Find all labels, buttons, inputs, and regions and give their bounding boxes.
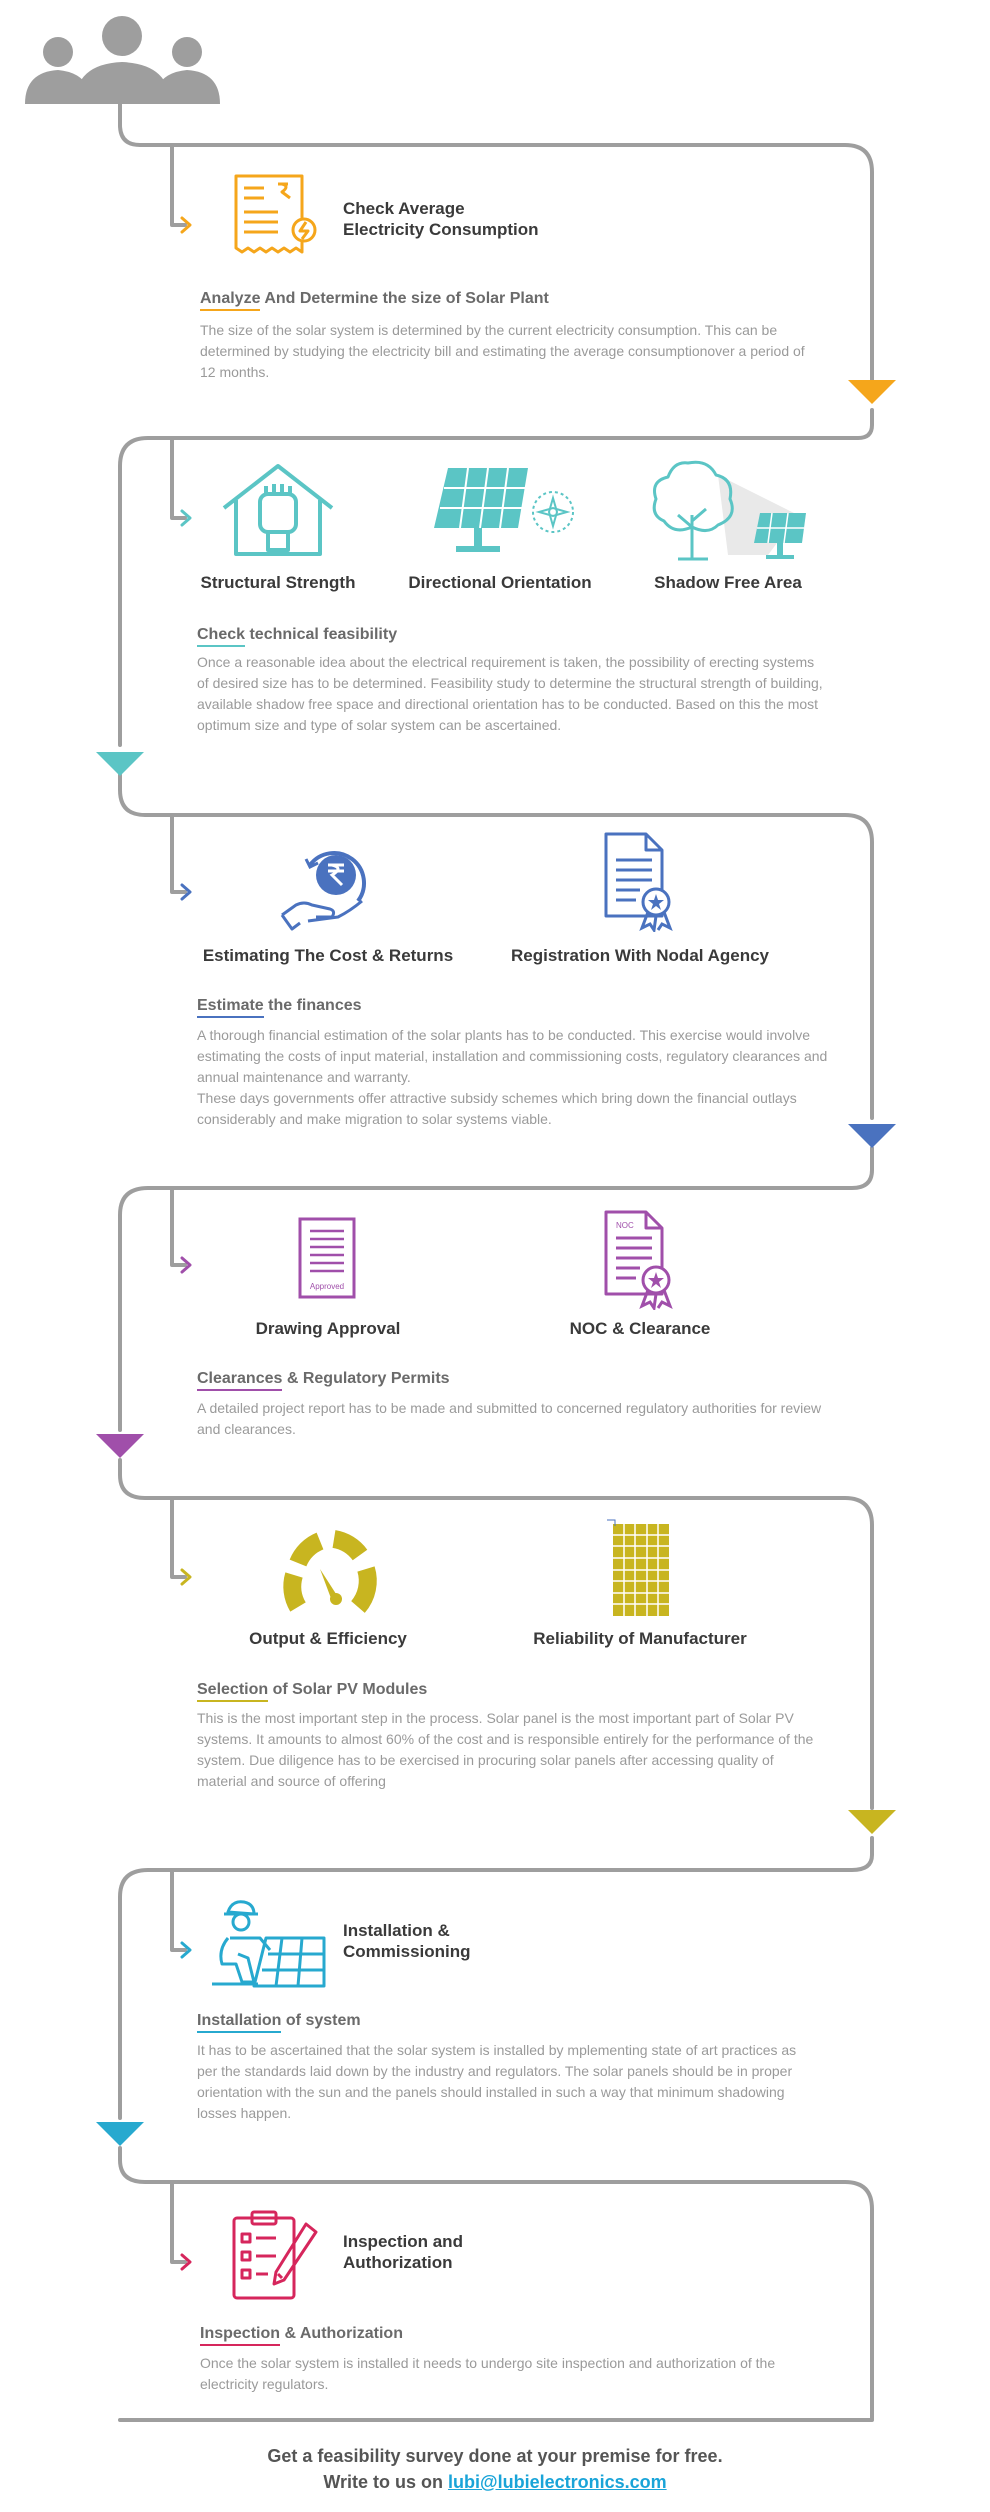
branch-arrow-6	[180, 1941, 192, 1959]
electricity-bill-icon	[234, 174, 317, 254]
branch-arrow-7	[180, 2253, 192, 2271]
flow-line-3	[118, 773, 874, 1120]
step-7-heading-keyword: Inspection	[200, 2325, 281, 2346]
flow-line-2-branch	[170, 436, 187, 520]
people-group-icon	[25, 16, 220, 104]
estimating-cost-label: Estimating The Cost & Returns	[202, 946, 454, 965]
solar-module-icon	[607, 1519, 669, 1616]
step-6-heading-keyword: Installation	[197, 2012, 282, 2033]
step-6-heading-rest: of system	[281, 2012, 361, 2029]
step-7-heading-rest: & Authorization	[280, 2325, 403, 2342]
house-fist-icon	[222, 464, 334, 556]
marker-triangle-6	[96, 2122, 144, 2146]
structural-strength-label: Structural Strength	[200, 573, 356, 592]
certificate-document-icon	[604, 832, 673, 932]
flow-line-1-branch	[170, 143, 187, 227]
step-5-heading-rest: of Solar PV Modules	[268, 1681, 428, 1698]
flow-line-7-branch	[170, 2180, 187, 2264]
step-1-heading: Analyze And Determine the size of Solar …	[200, 290, 549, 311]
flow-line-2	[118, 408, 874, 747]
email-link[interactable]: lubi@lubielectronics.com	[448, 2472, 667, 2492]
approved-stamp-text: Approved	[310, 1282, 344, 1291]
footer-prefix: Write to us on	[323, 2472, 449, 2492]
step-7-title: Inspection and Authorization	[343, 2232, 463, 2272]
flow-line-4	[118, 1146, 874, 1432]
branch-arrow-3	[180, 883, 192, 901]
step-2-heading: Check technical feasibility	[197, 626, 398, 647]
flow-line-4-branch	[170, 1186, 187, 1267]
step-7-paragraph: Once the solar system is installed it ne…	[200, 2355, 776, 2392]
marker-triangle-5	[848, 1810, 896, 1834]
solar-panel-compass-icon	[434, 467, 574, 552]
step-6-title: Installation & Commissioning	[343, 1921, 471, 1961]
flow-line-1	[118, 98, 874, 382]
flow-line-5	[118, 1458, 874, 1810]
step-1-title: Check Average Electricity Consumption	[343, 199, 539, 239]
marker-triangle-4	[96, 1434, 144, 1458]
flow-line-3-branch	[170, 813, 187, 894]
step-4-heading-keyword: Clearances	[197, 1370, 283, 1391]
step-2-heading-rest: technical feasibility	[245, 626, 398, 643]
noc-certificate-icon: NOC	[604, 1210, 673, 1310]
step-2-heading-keyword: Check	[197, 626, 246, 647]
marker-triangle-3	[848, 1124, 896, 1148]
branch-arrow-4	[180, 1256, 192, 1274]
noc-clearance-label: NOC & Clearance	[569, 1319, 711, 1338]
flow-line-7	[118, 2146, 874, 2422]
step-1-paragraph: The size of the solar system is determin…	[200, 322, 805, 380]
step-6-heading: Installation of system	[197, 2012, 361, 2033]
registration-label: Registration With Nodal Agency	[510, 946, 769, 965]
step-3-paragraph-2: These days governments offer attractive …	[197, 1090, 797, 1127]
step-3-heading-rest: the finances	[263, 997, 362, 1014]
speedometer-icon	[283, 1530, 377, 1613]
marker-triangle-2	[96, 752, 144, 776]
marker-triangle-1	[848, 380, 896, 404]
footer-line-2: Write to us on lubi@lubielectronics.com	[0, 2472, 990, 2493]
step-3-paragraph-1: A thorough financial estimation of the s…	[197, 1027, 828, 1085]
step-3-heading: Estimate the finances	[197, 997, 362, 1018]
worker-installing-panel-icon	[212, 1900, 326, 1988]
noc-text: NOC	[616, 1221, 634, 1230]
clipboard-checklist-icon	[232, 2210, 318, 2300]
step-1-heading-rest: And Determine the size of Solar Plant	[260, 290, 549, 307]
shadow-free-area-label: Shadow Free Area	[654, 573, 802, 592]
step-4-heading: Clearances & Regulatory Permits	[197, 1370, 450, 1391]
flow-line-6-branch	[170, 1868, 187, 1952]
branch-arrow-1	[180, 216, 192, 234]
step-7-heading: Inspection & Authorization	[200, 2325, 403, 2346]
step-1-heading-keyword: Analyze	[200, 290, 261, 311]
reliability-manufacturer-label: Reliability of Manufacturer	[533, 1629, 747, 1648]
branch-arrow-5	[180, 1568, 192, 1586]
step-5-heading-keyword: Selection	[197, 1681, 269, 1702]
flow-line-6	[118, 1836, 874, 2120]
step-6-paragraph: It has to be ascertained that the solar …	[197, 2042, 797, 2121]
flow-line-5-branch	[170, 1496, 187, 1579]
step-3-heading-keyword: Estimate	[197, 997, 264, 1018]
approved-document-icon: Approved	[298, 1217, 356, 1299]
step-5-heading: Selection of Solar PV Modules	[197, 1681, 428, 1702]
drawing-approval-label: Drawing Approval	[255, 1319, 401, 1338]
branch-arrow-2	[180, 509, 192, 527]
output-efficiency-label: Output & Efficiency	[249, 1629, 407, 1648]
step-2-paragraph: Once a reasonable idea about the electri…	[197, 654, 823, 733]
step-3-paragraph: A thorough financial estimation of the s…	[197, 1025, 837, 1130]
rupee-hand-icon	[280, 851, 366, 931]
step-4-heading-rest: & Regulatory Permits	[282, 1370, 450, 1387]
footer-line-1: Get a feasibility survey done at your pr…	[267, 2446, 723, 2466]
step-5-paragraph: This is the most important step in the p…	[197, 1710, 814, 1789]
directional-orientation-label: Directional Orientation	[408, 573, 592, 592]
tree-solar-panel-icon	[652, 460, 806, 561]
step-4-paragraph: A detailed project report has to be made…	[197, 1400, 822, 1437]
